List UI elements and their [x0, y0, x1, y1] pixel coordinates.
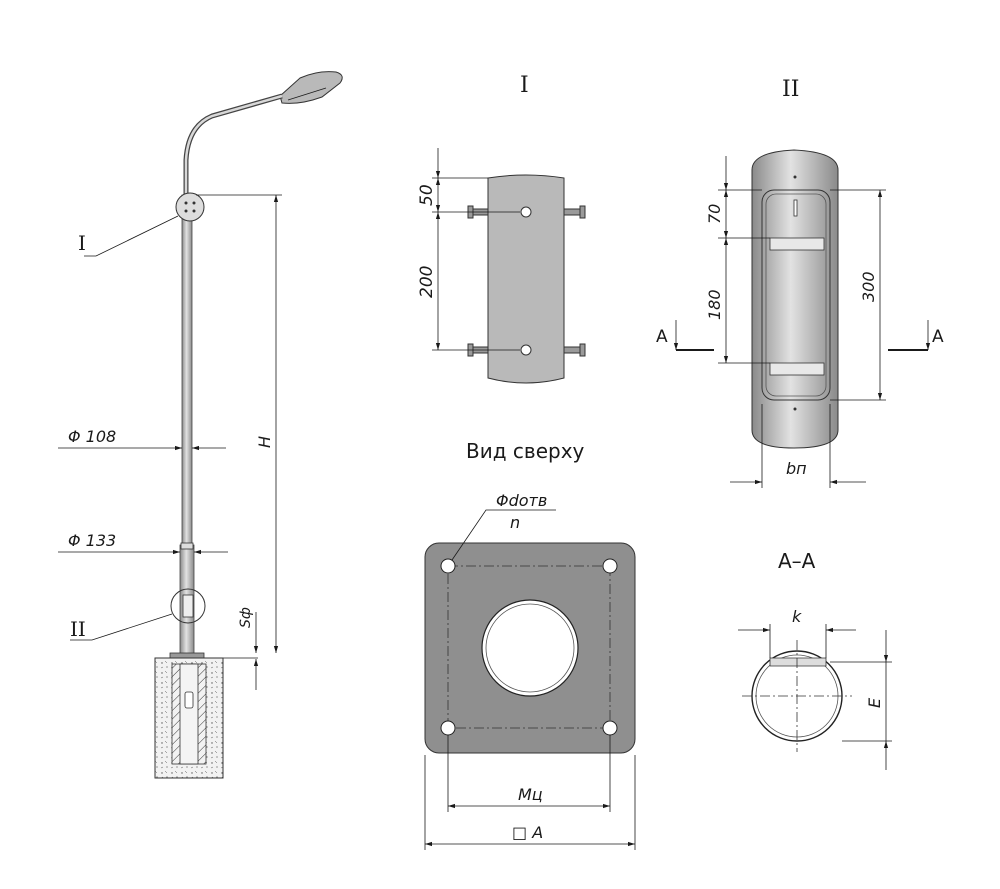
dim-ii-180: 180	[705, 289, 724, 320]
section-a-a	[738, 624, 892, 770]
dim-ii-300: 300	[859, 271, 878, 302]
dim-square-a: □ A	[512, 823, 543, 842]
node-ii-circle	[170, 588, 206, 624]
section-title: А–А	[778, 549, 816, 573]
dim-i-50: 50	[417, 184, 437, 206]
base-flange	[169, 652, 205, 659]
view-i-title: I	[520, 73, 529, 98]
section-a-left: А	[656, 327, 668, 347]
pole-elevation	[154, 71, 343, 779]
view-ii-title: II	[782, 77, 799, 102]
dim-bn: bп	[786, 459, 807, 478]
dim-k: k	[792, 607, 802, 626]
dim-sf: Sф	[238, 607, 254, 628]
dim-d133: Φ 133	[68, 531, 116, 550]
top-view-title: Вид сверху	[466, 439, 585, 463]
top-view-plate	[424, 509, 636, 850]
dim-i-200: 200	[417, 266, 437, 298]
callout-i-label: I	[78, 231, 86, 255]
dim-mc: Mц	[518, 785, 543, 804]
lamp-head	[279, 71, 343, 104]
dim-hole-count: n	[510, 513, 520, 532]
view-ii-detail	[673, 149, 931, 488]
node-i-circle	[175, 192, 205, 222]
section-a-right: А	[932, 327, 944, 347]
dim-d108: Φ 108	[68, 427, 116, 446]
dim-ii-70: 70	[705, 204, 724, 224]
dim-hole-diameter: Φdотв	[496, 491, 547, 510]
dim-height: H	[255, 436, 274, 448]
view-i-detail	[432, 148, 586, 384]
callout-ii-label: II	[70, 617, 86, 641]
upper-pole	[181, 194, 193, 546]
dim-e: E	[865, 697, 884, 708]
